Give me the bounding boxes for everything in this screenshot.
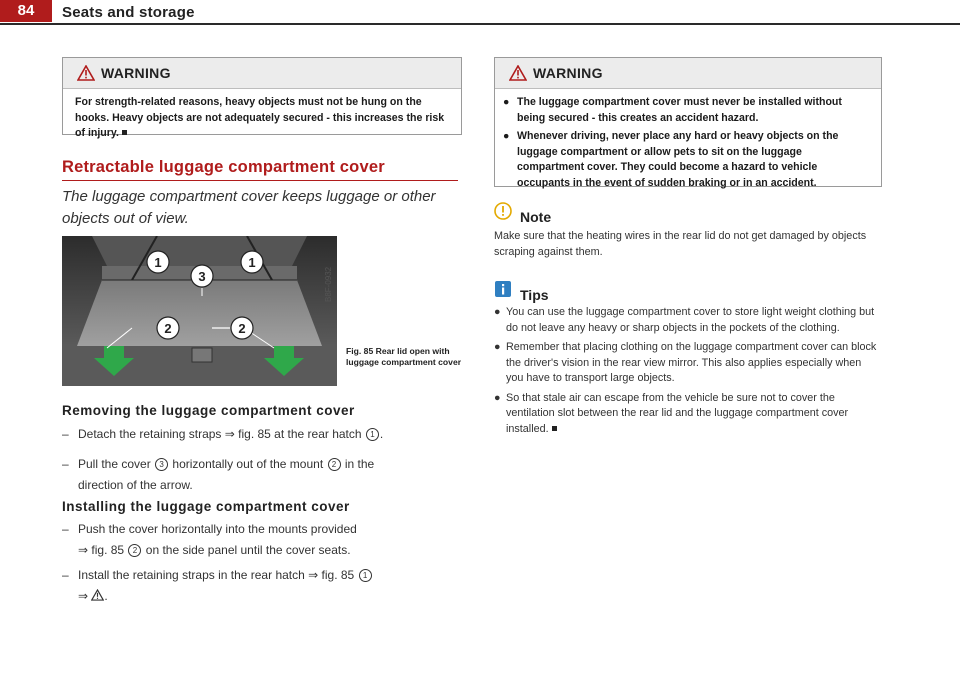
note-text: Make sure that the heating wires in the … [494, 230, 867, 258]
header-rule [0, 23, 960, 25]
note-title: Note [520, 209, 552, 225]
svg-text:2: 2 [164, 321, 171, 336]
warning-header: WARNING [63, 58, 461, 89]
callout-ref: 1 [358, 569, 372, 582]
svg-text:1: 1 [154, 255, 161, 270]
warning-title: WARNING [533, 65, 603, 81]
warning-text: For strength-related reasons, heavy obje… [75, 96, 445, 139]
warning-body: For strength-related reasons, heavy obje… [63, 89, 461, 148]
svg-text:3: 3 [198, 269, 205, 284]
callout-ref: 2 [128, 544, 142, 557]
callout-2-right: 2 [230, 316, 254, 340]
luggage-cover-figure: 1 3 1 2 2 [62, 236, 337, 386]
warning-bullet-1: The luggage compartment cover must never… [517, 96, 842, 124]
callout-ref: 1 [365, 428, 379, 441]
warning-bullet-2: Whenever driving, never place any hard o… [517, 130, 839, 189]
warning-header: WARNING [495, 58, 881, 89]
installing-title: Installing the luggage compartment cover [62, 499, 350, 514]
installing-step-2: –Install the retaining straps in the rea… [62, 565, 462, 607]
removing-title: Removing the luggage compartment cover [62, 403, 355, 418]
callout-ref: 2 [327, 458, 341, 471]
svg-text:1: 1 [248, 255, 255, 270]
tip-item: ●So that stale air can escape from the v… [494, 391, 849, 435]
callout-2-left: 2 [156, 316, 180, 340]
warning-triangle-icon [91, 588, 105, 601]
callout-ref: 3 [155, 458, 169, 471]
callout-1-left: 1 [146, 250, 170, 274]
figure-caption: Fig. 85 Rear lid open with luggage compa… [346, 346, 462, 367]
note-icon [494, 202, 512, 220]
section-rule [62, 180, 458, 181]
tips-list: ●You can use the luggage compartment cov… [494, 305, 880, 441]
tips-info-icon [495, 281, 511, 297]
callout-3: 3 [190, 264, 214, 288]
svg-text:B8F-0932: B8F-0932 [324, 266, 333, 302]
removing-step-2: –Pull the cover 3 horizontally out of th… [62, 457, 375, 492]
end-mark [551, 425, 557, 431]
warning-box-left: WARNING For strength-related reasons, he… [62, 57, 462, 139]
warning-box-right: WARNING ●The luggage compartment cover m… [494, 57, 882, 189]
end-mark [121, 130, 127, 135]
callout-1-right: 1 [240, 250, 264, 274]
warning-body: ●The luggage compartment cover must neve… [495, 89, 881, 200]
warning-triangle-icon [77, 65, 95, 81]
tip-item: ●Remember that placing clothing on the l… [494, 341, 877, 384]
tips-title: Tips [520, 287, 549, 303]
section-header-title: Seats and storage [62, 4, 195, 21]
section-title: Retractable luggage compartment cover [62, 158, 385, 176]
svg-text:2: 2 [238, 321, 245, 336]
warning-triangle-icon [509, 65, 527, 81]
installing-step-1: –Push the cover horizontally into the mo… [62, 522, 357, 557]
figure-id-code: B8F-0932 [324, 266, 333, 302]
page-number-tab: 84 [0, 0, 52, 22]
removing-step-1: –Detach the retaining straps ⇒ fig. 85 a… [62, 427, 384, 441]
tip-item: ●You can use the luggage compartment cov… [494, 306, 875, 334]
section-intro: The luggage compartment cover keeps lugg… [62, 188, 436, 227]
warning-title: WARNING [101, 65, 171, 81]
